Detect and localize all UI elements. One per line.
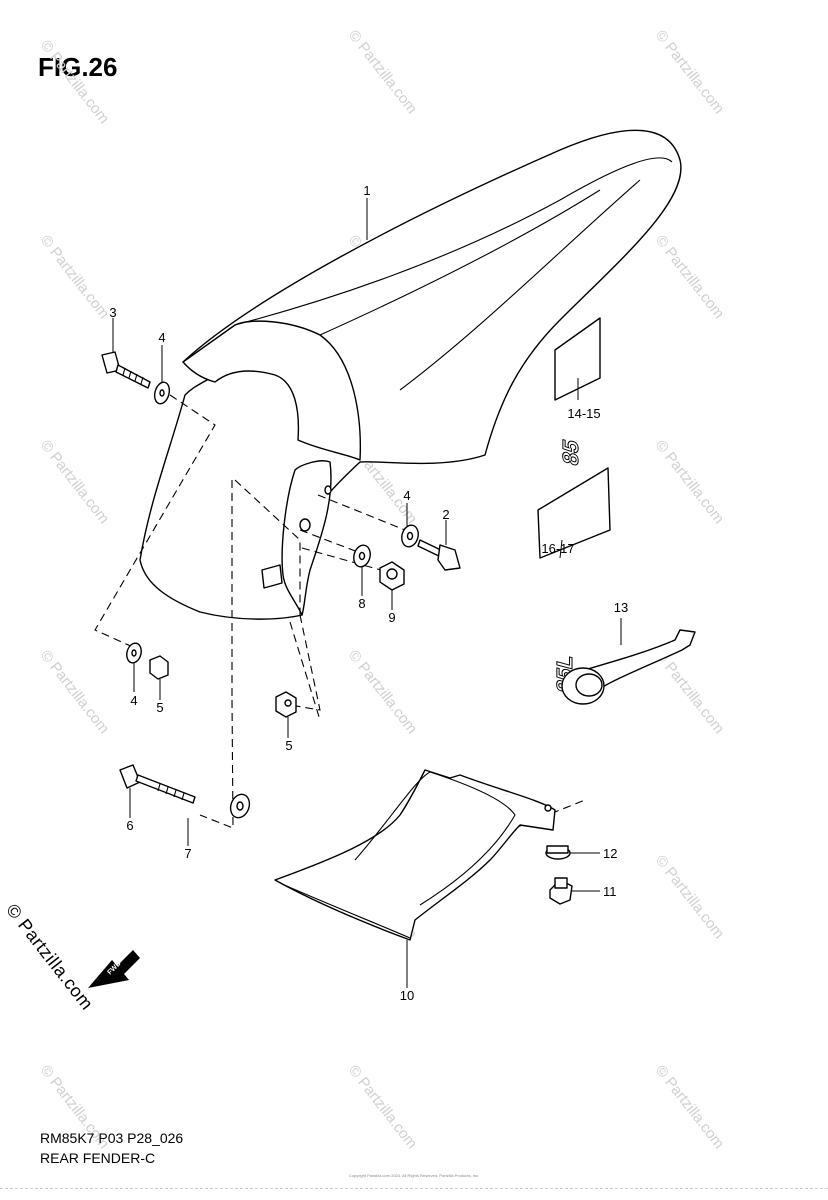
callout-5[interactable]: 5 bbox=[156, 700, 163, 715]
callout-6[interactable]: 6 bbox=[126, 818, 133, 833]
nut-5-middle[interactable] bbox=[275, 691, 297, 718]
watermark-text: © Partzilla.com bbox=[37, 232, 113, 322]
callout-4[interactable]: 4 bbox=[130, 693, 137, 708]
bolt-3[interactable] bbox=[101, 351, 151, 389]
callout-13[interactable]: 13 bbox=[614, 600, 628, 615]
callout-16-17[interactable]: 16-17 bbox=[541, 541, 574, 556]
watermark-text: © Partzilla.com bbox=[37, 37, 113, 127]
figure-name: REAR FENDER-C bbox=[40, 1150, 156, 1166]
bolt-6[interactable] bbox=[119, 764, 196, 804]
watermark-text: © Partzilla.com bbox=[652, 437, 728, 527]
rear-fender[interactable] bbox=[139, 129, 682, 620]
forward-arrow-icon: FWD bbox=[88, 950, 140, 988]
watermark-text: © Partzilla.com bbox=[37, 647, 113, 737]
watermark-text: © Partzilla.com bbox=[37, 437, 113, 527]
nut-12[interactable] bbox=[545, 845, 571, 860]
watermark-text: © Partzilla.com bbox=[345, 27, 421, 117]
callout-12[interactable]: 12 bbox=[603, 846, 617, 861]
watermark-text: © Partzilla.com bbox=[652, 27, 728, 117]
callout-14-15[interactable]: 14-15 bbox=[567, 406, 600, 421]
assembly-lines bbox=[94, 394, 586, 829]
washer-8[interactable] bbox=[351, 543, 372, 568]
callout-4[interactable]: 4 bbox=[403, 488, 410, 503]
bolt-11[interactable] bbox=[549, 877, 573, 905]
wrench-13[interactable] bbox=[561, 629, 696, 705]
mud-guard-10[interactable] bbox=[274, 769, 556, 941]
callout-numbers: 1 3 4 4 2 8 9 4 5 5 6 7 10 12 11 13 14-1… bbox=[109, 183, 628, 1003]
bolt-2[interactable] bbox=[417, 539, 461, 571]
bottom-divider bbox=[0, 1188, 828, 1190]
washer-4-upper[interactable] bbox=[152, 381, 171, 406]
nut-9[interactable] bbox=[379, 561, 405, 591]
washer-7[interactable] bbox=[227, 792, 252, 821]
callout-4[interactable]: 4 bbox=[158, 330, 165, 345]
washer-4-middle[interactable] bbox=[399, 523, 420, 548]
leader-lines bbox=[112, 198, 622, 988]
callout-9[interactable]: 9 bbox=[388, 610, 395, 625]
figure-title: FIG.26 bbox=[38, 52, 118, 82]
callout-2[interactable]: 2 bbox=[442, 507, 449, 522]
watermark-text: © Partzilla.com bbox=[345, 647, 421, 737]
copyright-text: Copyright Partzilla.com 2024. All Rights… bbox=[348, 1173, 480, 1178]
watermark-text: © Partzilla.com bbox=[652, 232, 728, 322]
watermark-text: © Partzilla.com bbox=[652, 1062, 728, 1152]
callout-8[interactable]: 8 bbox=[358, 596, 365, 611]
watermark-text: © Partzilla.com bbox=[345, 1062, 421, 1152]
washer-4-lower[interactable] bbox=[125, 642, 144, 665]
callout-10[interactable]: 10 bbox=[400, 988, 414, 1003]
callout-1[interactable]: 1 bbox=[363, 183, 370, 198]
callout-11[interactable]: 11 bbox=[603, 884, 617, 899]
callout-3[interactable]: 3 bbox=[109, 305, 116, 320]
watermark-text: © Partzilla.com bbox=[652, 852, 728, 942]
decal-16-17[interactable]: 85L bbox=[537, 467, 611, 697]
callout-5[interactable]: 5 bbox=[285, 738, 292, 753]
decal-text-upper: 85 bbox=[558, 437, 583, 468]
figure-code: RM85K7 P03 P28_026 bbox=[40, 1130, 184, 1146]
nut-5-left[interactable] bbox=[149, 655, 169, 680]
watermark-text: © Partzilla.com bbox=[652, 647, 728, 737]
callout-7[interactable]: 7 bbox=[184, 846, 191, 861]
